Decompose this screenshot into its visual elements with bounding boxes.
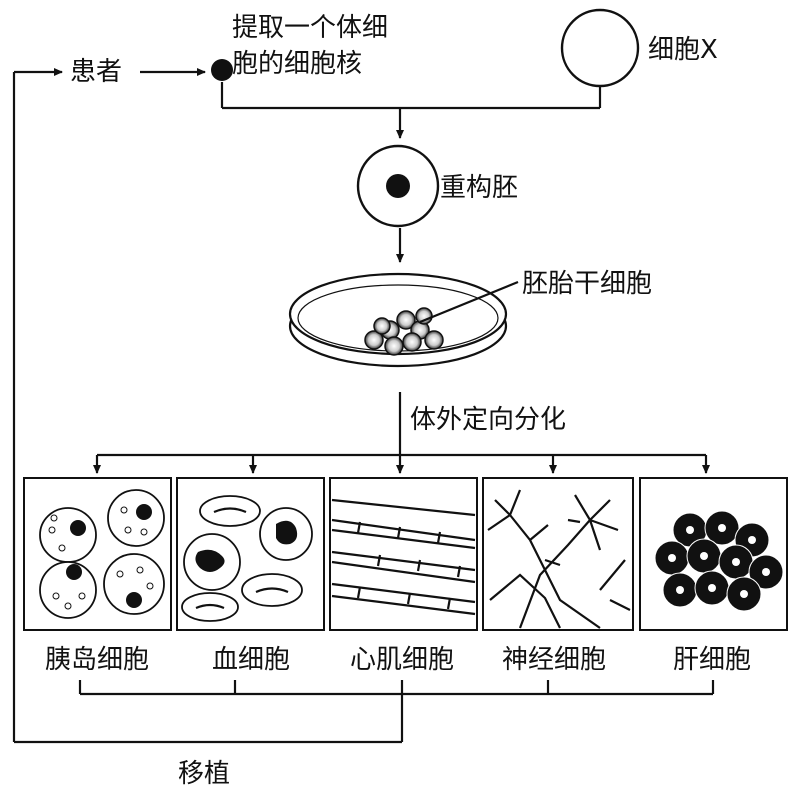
- somatic-nucleus: [211, 59, 233, 81]
- cell-type-label: 肝细胞: [673, 645, 751, 675]
- cell-type-label: 心肌细胞: [350, 645, 454, 675]
- reconstructed-embryo-label: 重构胚: [440, 173, 518, 203]
- cell-type-label: 血细胞: [212, 645, 290, 675]
- stem-cell-cluster: [364, 307, 444, 356]
- panel-cardiac-muscle: [329, 477, 478, 631]
- panel-blood-cells: [176, 477, 325, 631]
- cell-type-label: 胰岛细胞: [45, 645, 149, 675]
- panel-neurons: [482, 477, 634, 631]
- extract-label-line2: 胞的细胞核: [232, 49, 362, 79]
- cell-type-label: 神经细胞: [502, 645, 606, 675]
- cell-x-circle: [560, 8, 640, 88]
- differentiation-label: 体外定向分化: [410, 405, 566, 435]
- panel-islet-cells: [23, 477, 172, 631]
- cell-x-label: 细胞X: [648, 35, 718, 65]
- stem-cell-pointer-line: [419, 280, 519, 324]
- transplant-label: 移植: [178, 759, 230, 789]
- petri-dish: [288, 272, 508, 368]
- panel-liver-cells: [639, 477, 788, 631]
- embryo-nucleus: [386, 174, 410, 198]
- extract-label-line1: 提取一个体细: [232, 13, 388, 43]
- embryonic-stem-cells-label: 胚胎干细胞: [522, 269, 652, 299]
- patient-label: 患者: [70, 57, 122, 87]
